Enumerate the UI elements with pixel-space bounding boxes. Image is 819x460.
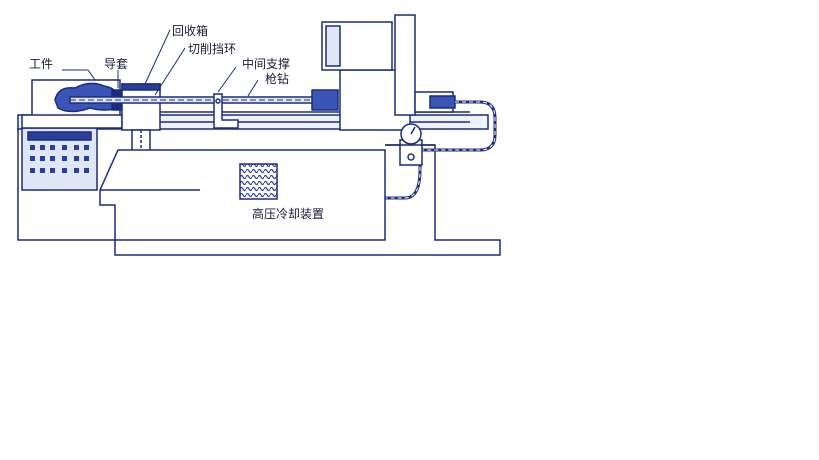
label-gun-drill: 枪钻 <box>265 72 290 86</box>
drill-chuck <box>311 89 339 111</box>
label-workpiece: 工件 <box>29 57 54 71</box>
label-coolant-unit: 高压冷却装置 <box>252 207 325 221</box>
label-middle-support: 中间支撑 <box>242 57 291 71</box>
hatched-grille <box>239 163 278 200</box>
label-guide-bush: 导套 <box>104 57 129 71</box>
machine-bed <box>17 128 501 256</box>
leader-lines <box>62 29 259 97</box>
control-panel <box>21 127 98 191</box>
label-recovery-box: 回收箱 <box>172 24 209 38</box>
label-chip-ring: 切削挡环 <box>188 42 237 56</box>
spindle-column <box>394 14 416 116</box>
recovery-box <box>121 83 161 131</box>
